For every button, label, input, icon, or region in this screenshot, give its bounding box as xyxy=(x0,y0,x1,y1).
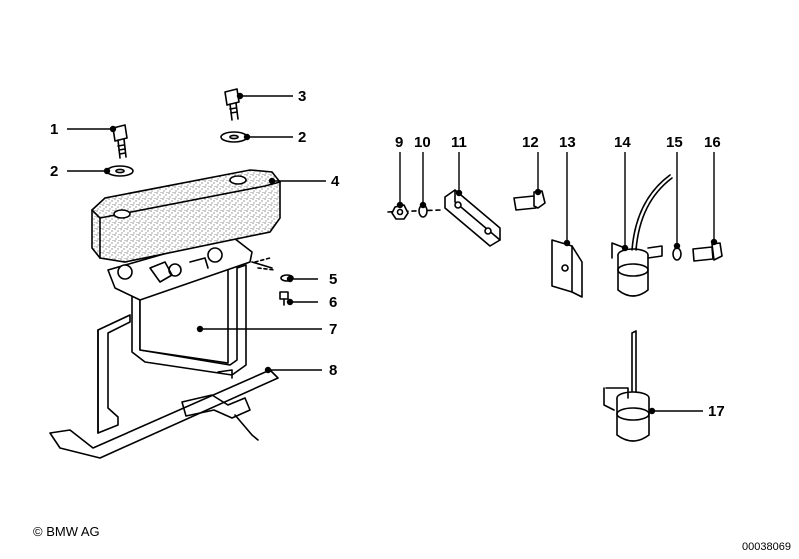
label-4: 4 xyxy=(331,173,340,190)
mounting-bracket xyxy=(49,264,279,459)
copyright-notice: © BMW AG xyxy=(33,524,100,539)
label-2-left: 2 xyxy=(50,163,58,180)
right-assembly xyxy=(387,174,723,442)
label-17: 17 xyxy=(708,403,725,420)
washer-2-left xyxy=(106,165,134,177)
label-5: 5 xyxy=(329,271,337,288)
label-12: 12 xyxy=(522,134,539,151)
label-3: 3 xyxy=(298,88,306,105)
condenser-17 xyxy=(603,330,650,442)
document-number: 00038069 xyxy=(742,541,791,553)
label-8: 8 xyxy=(329,362,337,379)
left-assembly xyxy=(49,88,294,459)
part-labels: 1 2 3 2 4 5 6 7 8 9 10 11 12 13 14 15 16… xyxy=(50,88,725,420)
screw-16 xyxy=(692,242,723,262)
screw-6 xyxy=(279,291,289,306)
label-13: 13 xyxy=(559,134,576,151)
label-1: 1 xyxy=(50,121,58,138)
label-2-right: 2 xyxy=(298,129,306,146)
bolt-1 xyxy=(112,124,128,159)
bracket-13 xyxy=(551,239,583,298)
label-10: 10 xyxy=(414,134,431,151)
foam-housing xyxy=(91,169,281,263)
washer-2-right xyxy=(220,131,248,143)
washer-15 xyxy=(672,247,682,261)
label-7: 7 xyxy=(329,321,337,338)
plate-11 xyxy=(444,189,501,247)
condenser-14 xyxy=(611,174,673,297)
leader-lines xyxy=(67,92,718,415)
nut-9 xyxy=(391,204,409,220)
bolt-3 xyxy=(224,88,240,121)
label-14: 14 xyxy=(614,134,631,151)
label-16: 16 xyxy=(704,134,721,151)
label-9: 9 xyxy=(395,134,403,151)
label-6: 6 xyxy=(329,294,337,311)
label-11: 11 xyxy=(451,134,467,151)
label-15: 15 xyxy=(666,134,683,151)
